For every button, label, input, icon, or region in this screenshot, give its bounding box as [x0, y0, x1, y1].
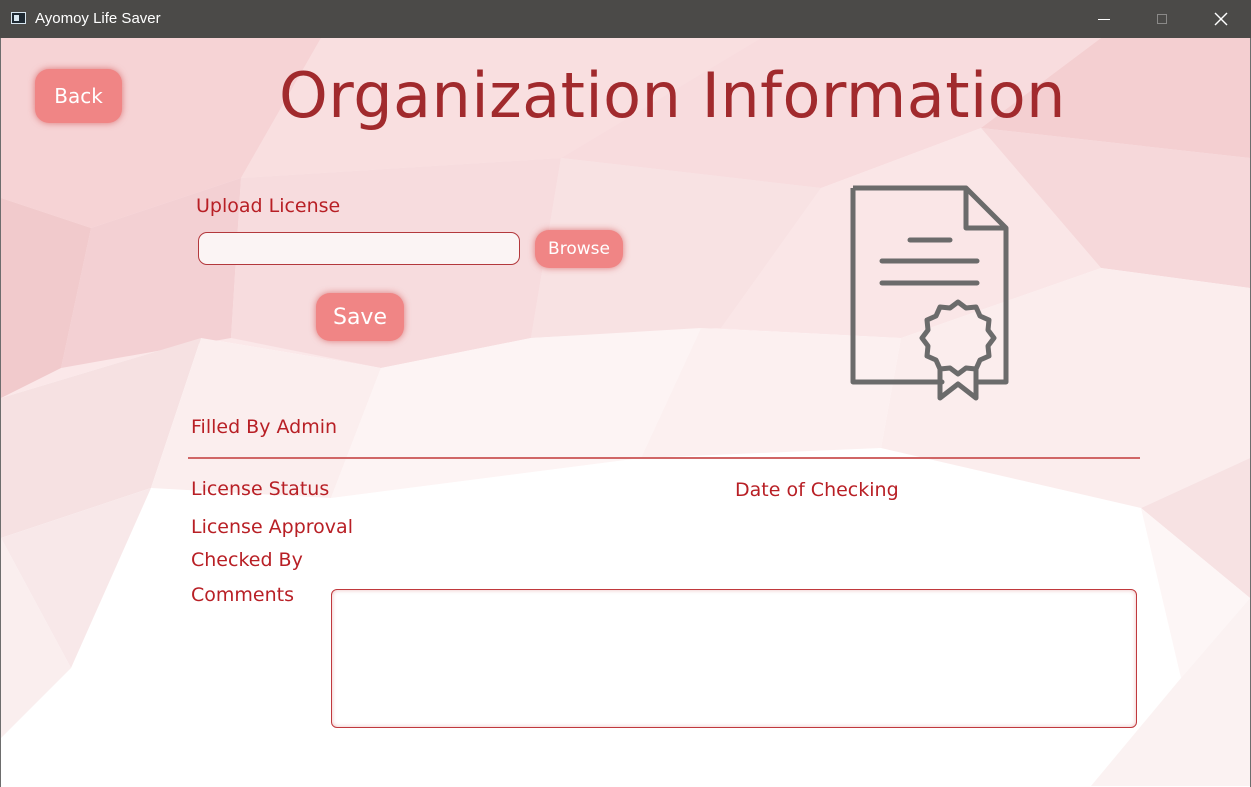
minimize-icon [1098, 18, 1110, 20]
checked-by-label: Checked By [191, 549, 303, 571]
certificate-document-icon [850, 185, 1009, 401]
filled-by-admin-heading: Filled By Admin [191, 416, 338, 438]
section-divider [188, 457, 1140, 459]
maximize-icon [1157, 14, 1167, 24]
comments-label: Comments [191, 584, 294, 606]
back-button[interactable]: Back [35, 69, 122, 123]
title-bar: Ayomoy Life Saver [0, 0, 1251, 38]
save-button[interactable]: Save [316, 293, 404, 341]
page-title: Organization Information [279, 59, 1066, 132]
license-approval-label: License Approval [191, 516, 353, 538]
browse-button[interactable]: Browse [535, 230, 623, 268]
close-icon [1214, 12, 1228, 26]
license-status-label: License Status [191, 478, 330, 500]
close-button[interactable] [1192, 0, 1250, 38]
comments-textarea[interactable] [331, 589, 1137, 728]
minimize-button[interactable] [1075, 0, 1133, 38]
window-title: Ayomoy Life Saver [35, 10, 161, 27]
upload-license-label: Upload License [196, 195, 341, 217]
maximize-button[interactable] [1133, 0, 1191, 38]
license-file-input[interactable] [198, 232, 520, 265]
app-window-icon [11, 12, 26, 24]
window-frame-left [0, 38, 1, 787]
date-of-checking-label: Date of Checking [735, 479, 899, 501]
